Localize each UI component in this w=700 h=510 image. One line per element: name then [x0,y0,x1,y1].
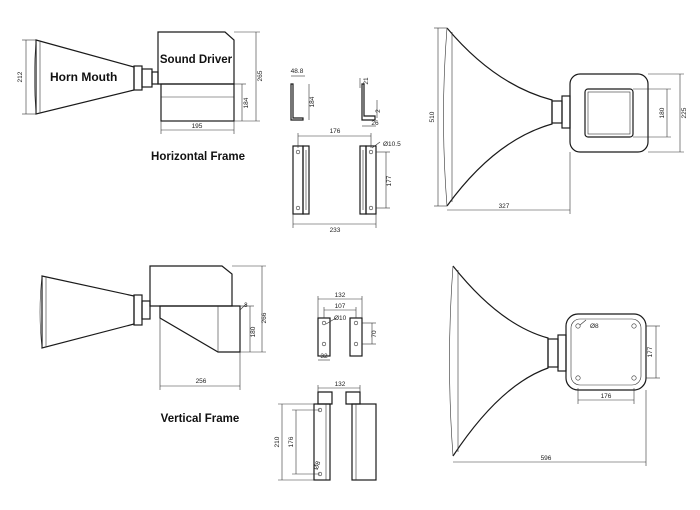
v-plate-right [349,317,363,357]
sound-driver-box [157,31,235,85]
dim-v-plate-hole-d: Ø10 [334,315,347,322]
dim-v-side-width: 256 [196,378,207,385]
vertical-bracket-parts [278,296,377,481]
v-front-horn-flare [452,265,549,457]
dim-h-front-h: 510 [429,111,436,122]
bracket-profile-z [361,83,376,121]
horn-mouth-label: Horn Mouth [50,70,117,84]
dim-h-frame-span: 176 [330,128,341,135]
dim-v-front-w: 176 [601,393,612,400]
v-front-driver-box [565,313,647,391]
dim-v-frame-total-h: 210 [274,436,281,447]
horizontal-side-view [22,31,260,134]
dim-h-bracket-profile-h: 2 [375,109,382,113]
dim-h-frame-total: 233 [330,227,341,234]
dim-v-plate-w: 32 [320,353,328,360]
horn-rim [34,39,37,115]
v-frame-right [351,403,377,481]
dim-v-plate-total: 132 [335,292,346,299]
dim-v-side-box: 180 [250,326,257,337]
dim-v-frame-w: 132 [335,381,346,388]
v-frame-left [313,403,331,481]
dim-v-front-hole: Ø8 [590,323,599,330]
horizontal-bracket-parts [290,75,390,228]
dim-h-side-mouth: 212 [17,71,24,82]
dim-v-side-small: 3 [244,302,248,309]
front-horn-flare [446,27,553,207]
driver-base [160,83,235,122]
front-driver-box [569,73,649,153]
dim-h-front-box-total: 225 [681,107,688,118]
dim-h-side-box-h: 184 [243,97,250,108]
vertical-frame-label: Vertical Frame [161,413,240,425]
vertical-side-view [39,265,266,390]
dim-v-frame-hole: Ø8 [313,460,323,471]
dim-h-front-box-h: 180 [659,107,666,118]
dim-h-front-depth: 327 [499,203,510,210]
dim-v-front-h: 177 [647,346,654,357]
horizontal-frame-label: Horizontal Frame [151,151,245,163]
v-driver-box [149,265,233,307]
frame-plate-left [292,145,304,215]
dim-h-bracket-profile-top: 21 [363,77,370,85]
dim-h-bracket-w: 48.8 [291,68,304,75]
sound-driver-label: Sound Driver [160,54,233,66]
vertical-front-view [449,265,660,466]
dim-h-frame-hole: Ø10.5 [383,141,401,148]
dim-h-side-total-h: 265 [257,70,264,81]
dim-v-plate-holes: 107 [335,303,346,310]
dim-v-frame-inner-h: 176 [288,436,295,447]
bracket-profile-l [290,83,304,121]
horizontal-front-view [434,27,684,214]
dim-v-front-depth: 596 [541,455,552,462]
v-horn-flare [41,275,135,349]
dim-h-side-width: 195 [192,123,203,130]
v-bracket-wedge [159,305,241,353]
dim-h-bracket-profile-w: 26 [371,120,379,127]
v-plate-left [317,317,331,357]
dim-v-side-h: 266 [261,312,268,323]
dim-h-frame-h: 177 [386,175,393,186]
dim-h-bracket-h: 184 [309,96,316,107]
dim-v-plate-h: 70 [371,330,378,338]
